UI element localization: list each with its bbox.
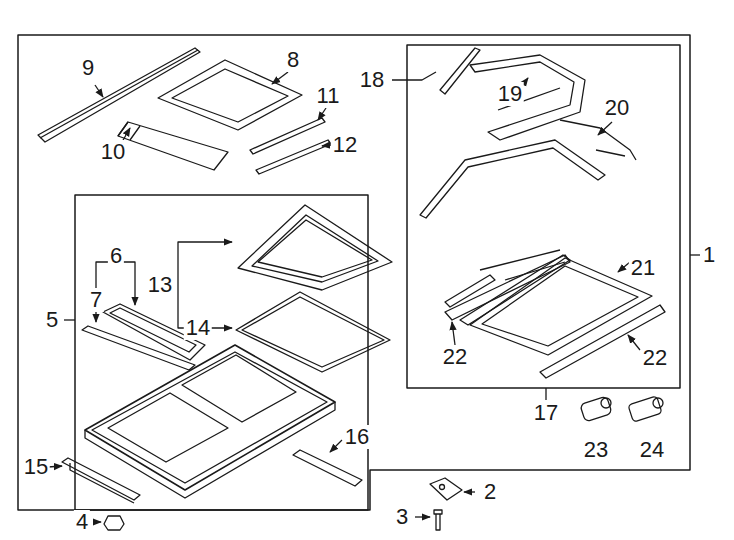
callout-number: 12 — [331, 133, 359, 157]
callout-number: 14 — [184, 316, 212, 340]
callout-number: 13 — [146, 273, 174, 297]
callout-number: 20 — [603, 96, 631, 120]
callout-number: 19 — [496, 82, 524, 106]
callout-number: 5 — [44, 308, 60, 332]
callout-number: 3 — [394, 505, 410, 529]
callout-number: 15 — [22, 455, 50, 479]
callout-number: 22 — [641, 346, 669, 370]
callout-number: 16 — [343, 425, 371, 449]
callout-number: 18 — [358, 68, 386, 92]
callout-number: 8 — [285, 48, 301, 72]
callout-number: 9 — [80, 56, 96, 80]
callout-number: 2 — [482, 480, 498, 504]
callout-number: 6 — [108, 244, 124, 268]
callout-number: 17 — [532, 401, 560, 425]
callout-number: 24 — [638, 438, 666, 462]
callout-number: 10 — [99, 140, 127, 164]
callout-number: 23 — [582, 438, 610, 462]
callout-number: 21 — [629, 256, 657, 280]
callout-number: 4 — [74, 510, 90, 534]
callout-number: 7 — [88, 288, 104, 312]
callout-number: 1 — [701, 243, 717, 267]
callout-number: 11 — [315, 84, 342, 108]
callout-number: 22 — [441, 345, 469, 369]
